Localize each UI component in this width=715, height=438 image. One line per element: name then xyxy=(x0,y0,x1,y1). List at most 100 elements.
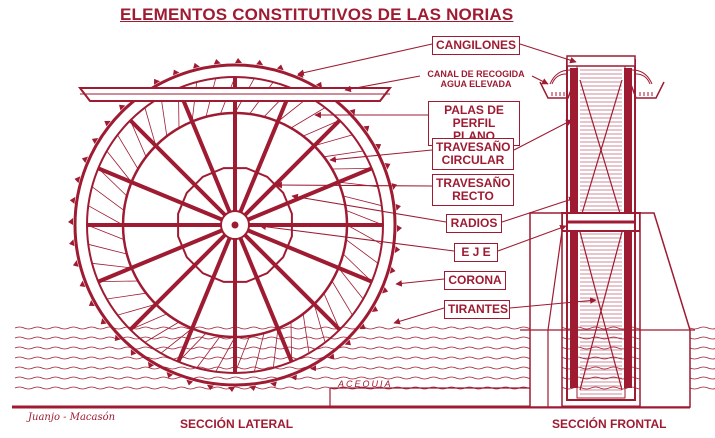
wheel-cangilon xyxy=(359,323,366,330)
wheel-pala xyxy=(91,186,125,211)
page-title: ELEMENTOS CONSTITUTIVOS DE LAS NORIAS xyxy=(120,5,514,24)
wheel-pala xyxy=(342,253,372,282)
wheel-pala xyxy=(323,293,341,330)
leader-arrow xyxy=(329,149,433,163)
wheel-cangilon xyxy=(316,81,323,89)
wheel-pala xyxy=(88,243,127,255)
wheel-pala xyxy=(178,332,207,362)
frontal-spout-left xyxy=(549,69,571,85)
wheel-cangilon xyxy=(328,353,335,360)
frontal-pier-edge xyxy=(547,213,563,407)
wheel-radio xyxy=(242,118,342,218)
wheel-lateral xyxy=(68,58,402,392)
water-wave xyxy=(14,346,715,350)
author-signature: Juanjo - Macasón xyxy=(28,412,116,423)
frontal-tirante xyxy=(579,79,623,221)
wheel-pala xyxy=(144,107,157,146)
wheel-cangilon xyxy=(72,260,79,267)
wheel-cangilon xyxy=(88,299,95,306)
wheel-pala xyxy=(91,262,132,269)
leader-lines xyxy=(259,43,597,325)
wheel-cangilon xyxy=(104,120,111,127)
leader-arrow xyxy=(501,196,576,223)
wheel-cangilon xyxy=(381,286,389,294)
leader-arrow xyxy=(291,193,447,223)
leader-arrow xyxy=(393,307,445,325)
wheel-cangilon xyxy=(206,384,214,391)
leader-arrow xyxy=(297,43,433,76)
frontal-spout-left xyxy=(551,73,567,85)
wheel-cangilon xyxy=(68,218,73,225)
wheel-cangilon xyxy=(213,59,221,65)
frontal-pier-right xyxy=(639,212,691,408)
leader-arrow xyxy=(344,75,421,93)
wheel-cangilon xyxy=(154,78,161,85)
wheel-pala xyxy=(88,205,124,226)
wheel-cangilon xyxy=(69,239,75,247)
wheel-radio xyxy=(242,232,342,332)
wheel-radio xyxy=(176,235,233,363)
wheel-pala xyxy=(313,304,326,343)
frontal-pier-left xyxy=(529,212,563,408)
wheel-pala xyxy=(196,335,221,369)
wheel-pala xyxy=(117,303,156,316)
wheel-cangilon xyxy=(344,339,351,346)
wheel-pala xyxy=(290,321,292,362)
wheel-cangilon xyxy=(363,125,370,132)
wheel-pala xyxy=(130,313,167,331)
wheel-cangilon xyxy=(235,58,242,63)
frontal-tirante xyxy=(579,231,623,391)
wheel-pala xyxy=(343,195,382,207)
frontal-rail-left-bottom xyxy=(570,231,578,388)
frontal-spout-right xyxy=(635,73,651,85)
wheel-corona-outer xyxy=(73,63,397,387)
wheel-cangilon xyxy=(74,176,81,184)
wheel-cangilon xyxy=(100,318,107,325)
wheel-pala xyxy=(86,224,125,240)
label-tirantes: TIRANTES xyxy=(444,300,510,319)
wheel-radio xyxy=(128,118,228,218)
wheel-radio xyxy=(97,166,225,223)
leader-arrow xyxy=(513,119,573,151)
wheel-pala xyxy=(345,239,379,264)
wheel-cangilon xyxy=(397,225,402,232)
wheel-cangilon xyxy=(256,59,264,66)
wheel-cangilon xyxy=(130,349,137,356)
frontal-canal-left xyxy=(539,81,575,99)
wheel-cangilon xyxy=(79,280,86,287)
wheel-pala xyxy=(215,336,236,372)
wheel-pala xyxy=(303,119,340,137)
wheel-pala xyxy=(331,168,372,170)
wheel-pala xyxy=(129,120,147,157)
frontal-top-cap xyxy=(566,55,636,67)
label-corona: CORONA xyxy=(444,271,506,290)
leader-arrow xyxy=(259,223,455,252)
wheel-pala xyxy=(345,210,384,226)
wheel-cangilon xyxy=(249,385,257,391)
wheel-cangilon xyxy=(186,379,194,386)
label-radios: RADIOS xyxy=(446,214,502,233)
wheel-pala xyxy=(160,328,193,354)
wheel-cangilon xyxy=(166,371,174,379)
frontal-spout-right xyxy=(631,69,653,85)
leader-arrow xyxy=(509,297,597,309)
frontal-rail-right-top xyxy=(624,68,632,213)
wheel-pala xyxy=(331,280,353,316)
wheel-travesano-recto xyxy=(177,167,293,283)
wheel-pala xyxy=(290,107,326,129)
wheel-pala xyxy=(323,150,364,158)
wheel-pala xyxy=(144,321,180,343)
wheel-eje-center xyxy=(231,221,239,229)
wheel-cangilon xyxy=(114,334,121,341)
label-travesano-circular: TRAVESAÑO CIRCULAR xyxy=(432,138,514,170)
wheel-radio xyxy=(245,166,373,223)
wheel-radio xyxy=(237,87,294,215)
wheel-cangilon xyxy=(69,196,76,204)
frontal-section xyxy=(520,55,695,408)
label-eje: E J E xyxy=(454,243,498,262)
wheel-pala xyxy=(117,134,139,170)
wheel-pala xyxy=(160,96,168,137)
caption-lateral: SECCIÓN LATERAL xyxy=(180,417,294,431)
canal-lateral xyxy=(77,87,393,102)
wheel-cangilon xyxy=(81,156,89,164)
